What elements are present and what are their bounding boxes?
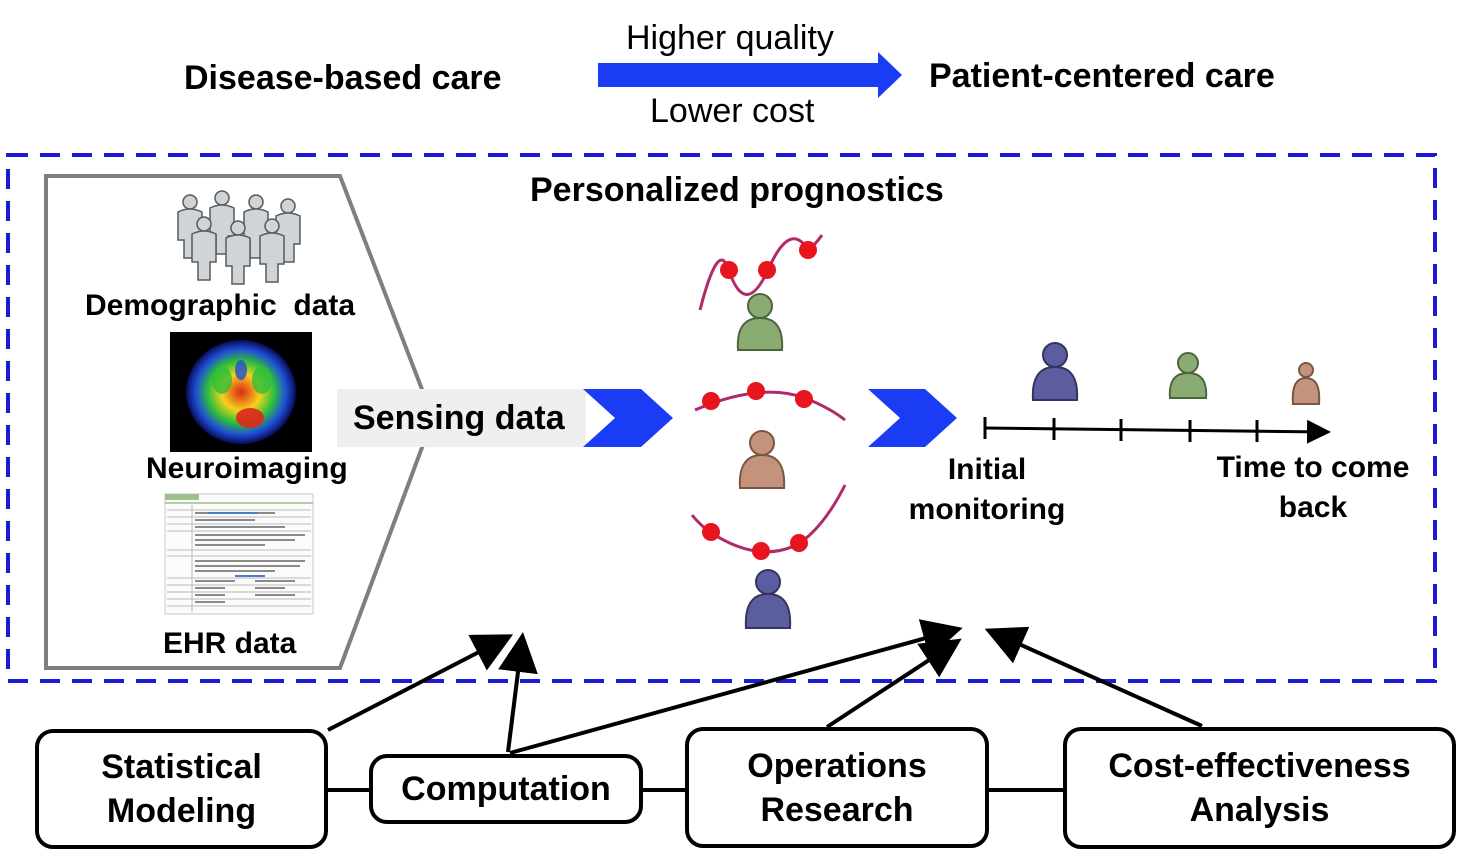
time-to-come-back-label: Time to come back — [1216, 451, 1410, 524]
arrow-operations — [825, 638, 962, 729]
observation-dot — [702, 392, 720, 410]
panel-title: Personalized prognostics — [530, 171, 944, 209]
demographic-data-label: Demographic data — [85, 289, 356, 322]
quality-arrow — [598, 52, 902, 98]
statistical-modeling-label: Statistical Modeling — [101, 748, 262, 830]
cost-effectiveness-box: Cost-effectiveness Analysis — [1063, 727, 1456, 849]
lower-cost-label: Lower cost — [650, 92, 815, 130]
sensing-data-banner — [337, 389, 586, 447]
arrow-computation-right — [509, 619, 963, 755]
cost-effectiveness-label: Cost-effectiveness Analysis — [1108, 747, 1411, 829]
observation-dot — [790, 534, 808, 552]
ehr-document-image — [164, 493, 314, 615]
arrow-computation-up — [498, 632, 538, 753]
crowd-icon — [177, 190, 301, 285]
disease-based-care-label: Disease-based care — [184, 59, 502, 97]
brain-scan-image — [170, 332, 312, 452]
arrow-statistical — [327, 634, 514, 732]
sensing-data-label: Sensing data — [353, 399, 565, 437]
observation-dot — [799, 241, 817, 259]
neuroimaging-label: Neuroimaging — [146, 452, 348, 485]
computation-box: Computation — [369, 754, 643, 824]
prognostics-panel-border — [6, 153, 1437, 683]
observation-dot — [758, 261, 776, 279]
observation-dot — [720, 261, 738, 279]
trajectory-curve-bottom — [690, 484, 847, 554]
operations-research-box: Operations Research — [685, 727, 989, 848]
person-icon-tan — [738, 430, 786, 489]
timeline-person-icon-tan — [1291, 362, 1321, 405]
timeline-axis — [983, 417, 1331, 444]
higher-quality-label: Higher quality — [626, 19, 834, 57]
person-icon-green — [736, 293, 784, 351]
computation-label: Computation — [401, 770, 611, 808]
timeline-person-icon-purple — [1031, 342, 1079, 401]
arrow-cost — [984, 626, 1203, 728]
observation-dot — [752, 542, 770, 560]
observation-dot — [795, 390, 813, 408]
timeline-chevron-icon — [868, 389, 957, 447]
statistical-modeling-box: Statistical Modeling — [35, 729, 328, 849]
sensing-chevron-icon — [583, 389, 673, 447]
trajectory-observations — [702, 241, 817, 560]
initial-monitoring-label: Initial monitoring — [908, 453, 1066, 526]
operations-research-label: Operations Research — [747, 746, 927, 829]
person-icon-purple — [744, 569, 792, 629]
patient-centered-care-label: Patient-centered care — [929, 57, 1275, 95]
ehr-data-label: EHR data — [163, 627, 297, 660]
method-arrows — [327, 619, 1203, 755]
observation-dot — [702, 523, 720, 541]
timeline-person-icon-green — [1168, 352, 1208, 399]
observation-dot — [747, 382, 765, 400]
